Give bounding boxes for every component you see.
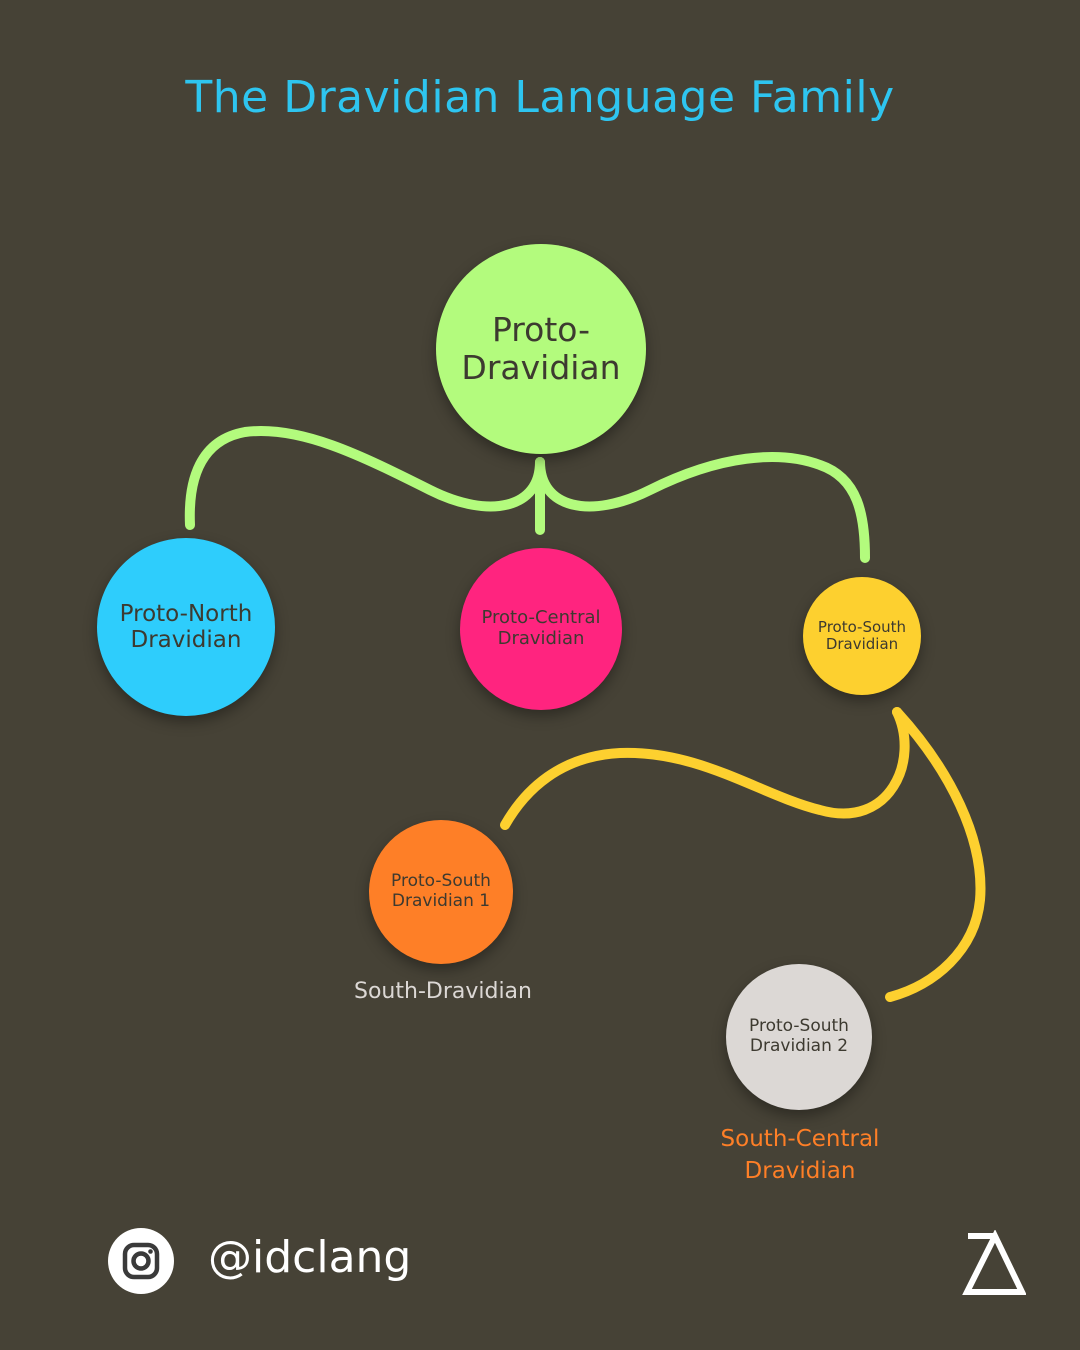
page-title: The Dravidian Language Family (185, 72, 895, 123)
node-proto-dravidian: Proto- Dravidian (436, 244, 646, 454)
node-proto-south-dravidian-1: Proto-South Dravidian 1 (369, 820, 513, 964)
label-south-central-dravidian: South-Central Dravidian (720, 1126, 880, 1185)
branch-to-proto-south (535, 452, 870, 563)
node-proto-north-dravidian: Proto-North Dravidian (97, 538, 275, 716)
instagram-handle[interactable]: @idclang (208, 1232, 412, 1283)
branch-to-proto-south-2 (885, 707, 986, 1002)
branch-to-proto-south-1 (500, 707, 910, 830)
node-label: Proto-Central Dravidian (481, 607, 601, 649)
node-label: Proto- Dravidian (461, 310, 621, 387)
node-label: Proto-South Dravidian (817, 617, 907, 653)
node-proto-south-dravidian-2: Proto-South Dravidian 2 (726, 964, 872, 1110)
node-label: Proto-North Dravidian (119, 600, 253, 653)
node-label: Proto-South Dravidian 2 (749, 1016, 849, 1056)
branch-to-proto-north (184, 426, 545, 530)
node-proto-central-dravidian: Proto-Central Dravidian (460, 548, 622, 710)
label-south-dravidian: South-Dravidian (354, 979, 532, 1004)
node-label: Proto-South Dravidian 1 (391, 871, 491, 911)
delta-logo-icon (962, 1229, 1027, 1296)
node-proto-south-dravidian: Proto-South Dravidian (803, 577, 921, 695)
instagram-icon[interactable] (108, 1228, 174, 1294)
